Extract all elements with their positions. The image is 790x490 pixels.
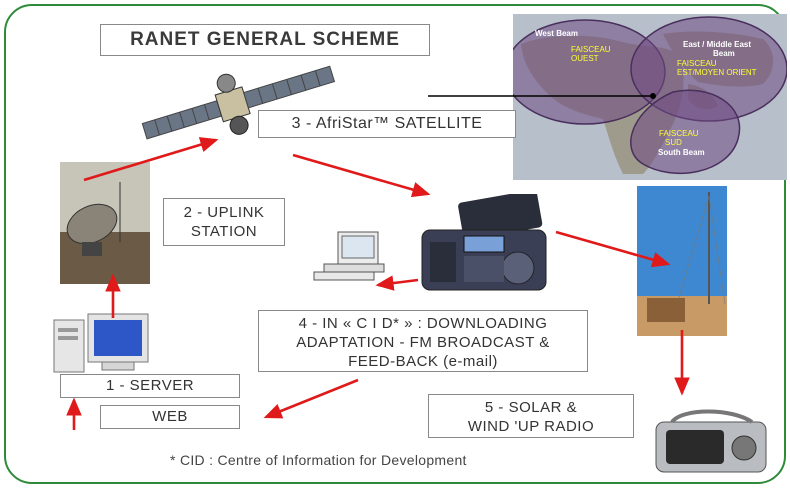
map-label-faisceau-est-1: FAISCEAU <box>677 59 717 68</box>
map-label-faisceau-est-2: EST/MOYEN ORIENT <box>677 68 757 77</box>
cid-label-line-2: ADAPTATION - FM BROADCAST & <box>296 334 550 351</box>
arrow-uplink-to-satellite <box>83 137 219 182</box>
cid-label-line-1: 4 - IN « C I D* » : DOWNLOADING <box>298 315 548 332</box>
web-label: WEB <box>100 405 240 429</box>
fm-antenna-photo <box>637 186 727 336</box>
map-label-faisceau-sud-2: SUD <box>665 138 682 147</box>
uplink-station-label: 2 - UPLINK STATION <box>163 198 285 246</box>
cid-label-line-3: FEED-BACK (e-mail) <box>348 353 498 370</box>
map-label-east-beam-1: East / Middle East <box>683 40 751 49</box>
satellite-radio-receiver-image <box>421 194 547 291</box>
satellite-label: 3 - AfriStar™ SATELLITE <box>258 110 516 138</box>
server-label: 1 - SERVER <box>60 374 240 398</box>
arrow-receiver-to-computer <box>375 275 419 291</box>
satellite-image <box>141 65 336 140</box>
map-label-faisceau-sud-1: FAISCEAU <box>659 129 699 138</box>
download-computer-image <box>313 231 385 281</box>
map-label-west-beam: West Beam <box>535 29 578 38</box>
cid-label: 4 - IN « C I D* » : DOWNLOADING ADAPTATI… <box>258 310 588 372</box>
page-title: RANET GENERAL SCHEME <box>100 24 430 56</box>
cid-footnote: * CID : Centre of Information for Develo… <box>170 452 467 468</box>
solar-label-line-1: 5 - SOLAR & <box>484 399 578 416</box>
wind-up-radio-image <box>655 409 767 473</box>
server-computer-image <box>53 313 149 373</box>
map-label-faisceau-ouest-1: FAISCEAU <box>571 45 611 54</box>
uplink-label-line-1: 2 - UPLINK <box>183 204 265 221</box>
solar-radio-label: 5 - SOLAR & WIND 'UP RADIO <box>428 394 634 438</box>
map-label-faisceau-ouest-2: OUEST <box>571 54 599 63</box>
map-label-south-beam: South Beam <box>658 148 705 157</box>
arrow-receiver-to-antenna <box>555 230 671 268</box>
map-label-east-beam-2: Beam <box>713 49 735 58</box>
solar-label-line-2: WIND 'UP RADIO <box>467 418 595 435</box>
arrow-satellite-to-receiver <box>292 153 431 198</box>
uplink-label-line-2: STATION <box>190 223 258 240</box>
beam-coverage-map: West Beam FAISCEAU OUEST East / Middle E… <box>513 14 787 180</box>
uplink-station-photo <box>60 162 150 284</box>
arrow-cid-to-web <box>263 378 359 419</box>
outer-frame <box>4 4 786 484</box>
